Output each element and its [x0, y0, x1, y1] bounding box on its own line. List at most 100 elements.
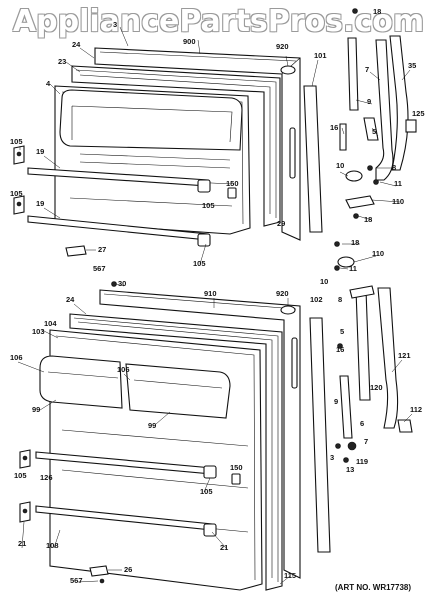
callout: 567: [70, 576, 83, 585]
door-cap[interactable]: [280, 305, 296, 315]
hole-plug[interactable]: [405, 119, 417, 133]
callout: 24: [72, 40, 81, 49]
screw-icon: [334, 241, 340, 247]
hinge-shim[interactable]: [349, 285, 375, 299]
callout: 120: [370, 383, 383, 392]
door-cap[interactable]: [280, 65, 296, 75]
screw-icon: [343, 457, 349, 463]
callout: 99: [148, 421, 156, 430]
callout: 102: [310, 295, 323, 304]
clip-screw-icon: [16, 201, 22, 207]
callout: 8: [392, 163, 396, 172]
callout: 16: [336, 345, 344, 354]
callout: 35: [408, 61, 416, 70]
callout: 11: [394, 179, 402, 188]
callout: 30: [118, 279, 126, 288]
freezer-door-button[interactable]: [227, 187, 237, 199]
callout: 920: [276, 42, 289, 51]
callout: 99: [32, 405, 40, 414]
label-plate: [89, 565, 109, 577]
callout: 108: [46, 541, 59, 550]
callout: 112: [410, 405, 422, 414]
door-bin-right[interactable]: [125, 363, 231, 419]
callout: 23: [58, 57, 66, 66]
door-button[interactable]: [231, 473, 241, 485]
callout: 121: [398, 351, 411, 360]
screw-icon: [99, 578, 105, 584]
callout: 18: [373, 7, 381, 16]
freezer-door-gasket[interactable]: [71, 65, 281, 227]
callout: 19: [36, 199, 44, 208]
freezer-handle-slot: [289, 127, 296, 179]
freezer-bar-endcap: [197, 233, 211, 247]
callout: 105: [14, 471, 27, 480]
screw-icon: [335, 443, 341, 449]
callout: 119: [356, 457, 368, 466]
door-bin-left[interactable]: [39, 355, 123, 409]
fresh-food-outer-door-panel[interactable]: [99, 289, 301, 579]
callout: 150: [230, 463, 243, 472]
upper-hinge-arm[interactable]: [375, 39, 394, 181]
callout: 26: [124, 565, 132, 574]
lower-door-assembly: [19, 241, 413, 591]
callout: 105: [193, 259, 206, 268]
callout: 115: [284, 571, 296, 580]
screw-icon: [334, 265, 340, 271]
lower-hinge-bracket[interactable]: [355, 289, 371, 401]
callout: 4: [46, 79, 51, 88]
callout: 910: [204, 289, 217, 298]
callout: 9: [334, 397, 338, 406]
callout: 8: [338, 295, 342, 304]
callout: 567: [93, 264, 106, 273]
callout: 24: [66, 295, 75, 304]
freezer-door-top-bin[interactable]: [59, 89, 243, 151]
art-number: (ART NO. WR17738): [335, 583, 412, 592]
callout: 18: [364, 215, 372, 224]
screw-icon: [111, 281, 117, 287]
callout: 150: [226, 179, 239, 188]
callout: 125: [412, 109, 425, 118]
fresh-food-door-gasket[interactable]: [69, 313, 283, 591]
clip-screw-icon: [22, 508, 28, 514]
lower-hinge-arm[interactable]: [377, 287, 399, 429]
callout: 105: [10, 137, 23, 146]
upper-hinge-bracket[interactable]: [389, 35, 409, 171]
upper-door-assembly: [13, 8, 417, 257]
callout: 110: [372, 249, 384, 258]
callout: 27: [98, 245, 106, 254]
callout: 13: [346, 465, 354, 474]
callout: 126: [40, 473, 53, 482]
freezer-bar-endcap: [197, 179, 211, 193]
callout: 18: [351, 238, 359, 247]
hinge-shim[interactable]: [345, 195, 375, 209]
freezer-breaker-strip[interactable]: [303, 85, 323, 233]
hinge-bushing[interactable]: [347, 441, 357, 451]
hinge-screw-icon: [353, 213, 359, 219]
callout: 104: [44, 319, 57, 328]
callout: 7: [364, 437, 368, 446]
hinge-bar[interactable]: [339, 375, 353, 439]
hinge-stop[interactable]: [363, 117, 379, 141]
callout: 5: [340, 327, 344, 336]
upper-callouts: 3 900 18 920 24 23 4 101 7 35 9 125 16 5…: [10, 7, 425, 273]
hinge-cover[interactable]: [397, 419, 413, 433]
hinge-screw-icon: [373, 179, 379, 185]
callout: 21: [220, 543, 228, 552]
fresh-food-breaker-strip[interactable]: [309, 317, 331, 553]
callout: 10: [336, 161, 344, 170]
callout: 900: [183, 37, 196, 46]
callout: 3: [113, 20, 117, 29]
callout: 105: [10, 189, 23, 198]
screw-icon: [337, 343, 343, 349]
screw-icon: [352, 8, 358, 14]
callout: 19: [36, 147, 44, 156]
callout: 105: [200, 487, 213, 496]
hinge-cam[interactable]: [345, 170, 363, 182]
clip-screw-icon: [22, 455, 28, 461]
clip-screw-icon: [16, 151, 22, 157]
label-plate: [65, 245, 87, 257]
callout: 106: [10, 353, 23, 362]
hinge-bar[interactable]: [347, 37, 359, 111]
hinge-pin[interactable]: [339, 123, 347, 151]
callout: 16: [330, 123, 338, 132]
